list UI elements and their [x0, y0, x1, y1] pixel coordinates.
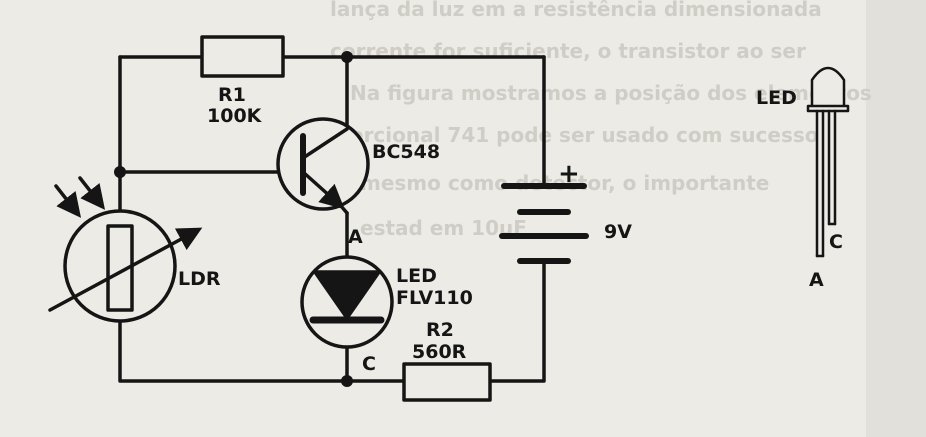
r2-value-label: 560R	[412, 341, 467, 363]
r1-name-label: R1	[218, 84, 246, 106]
r1-value-label: 100K	[207, 105, 263, 127]
junction-dots	[114, 51, 353, 387]
pinout-led-label: LED	[756, 87, 797, 109]
pinout-anode-label: A	[809, 269, 824, 291]
wire-right-lower	[488, 259, 546, 383]
junction-base	[114, 166, 126, 178]
component-labels: R1 100K BC548 A LED FLV110 C LDR R2 560R…	[178, 84, 843, 375]
bleed-line-4: ercional 741 pode ser usado com sucesso	[350, 123, 819, 147]
wire-left-lower	[118, 319, 406, 383]
ldr-label: LDR	[178, 268, 221, 290]
r2-resistor	[402, 362, 492, 402]
pinout-cathode-label: C	[829, 231, 843, 253]
r2-name-label: R2	[426, 319, 454, 341]
bleed-line-2: corrente for suficiente, o transistor ao…	[330, 39, 806, 63]
page-edge-shadow	[866, 0, 926, 437]
bleed-line-3: Na figura mostramos a posição dos elemen…	[350, 81, 872, 105]
led-pinout-drawing	[806, 66, 850, 258]
battery-polarity-label: +	[558, 159, 580, 189]
led-cathode-label: C	[362, 353, 376, 375]
junction-bottom	[341, 375, 353, 387]
battery-voltage-label: 9V	[604, 221, 632, 243]
junction-top	[341, 51, 353, 63]
ldr-symbol	[48, 176, 203, 323]
led-anode-label: A	[348, 226, 363, 248]
bleed-line-1: lança da luz em a resistência dimensiona…	[330, 0, 822, 21]
led-part-label: FLV110	[396, 287, 473, 309]
led-symbol	[300, 255, 394, 349]
r1-resistor	[200, 35, 285, 78]
bleed-through-text: lança da luz em a resistência dimensiona…	[330, 0, 872, 240]
circuit-wires	[118, 55, 546, 383]
transistor-symbol	[276, 117, 370, 215]
led-name-label: LED	[396, 265, 437, 287]
battery-symbol	[499, 183, 589, 264]
transistor-label: BC548	[372, 141, 440, 163]
